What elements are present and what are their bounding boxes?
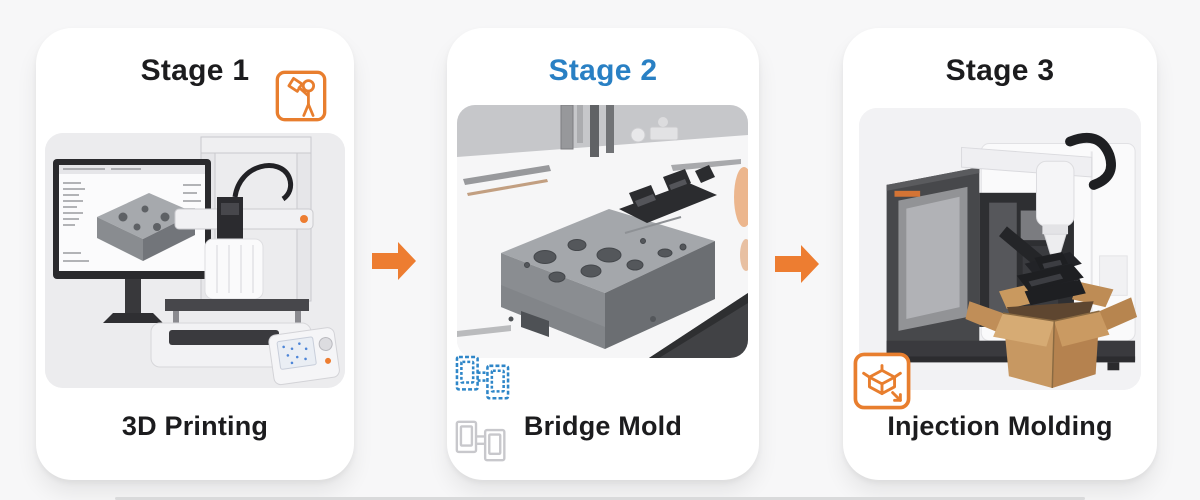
stage3-photo-injection-machine [859, 108, 1141, 390]
arrow-right-icon [370, 240, 418, 282]
stage3-title: Stage 3 [945, 54, 1055, 87]
person-presenting-icon [275, 70, 327, 123]
arrow-right-icon [773, 243, 821, 285]
stage2-title: Stage 2 [548, 54, 658, 87]
bottom-divider [115, 497, 1085, 500]
stage3-label: Injection Molding [887, 411, 1113, 441]
open-box-arrow-icon [853, 352, 911, 410]
mold-halves-gray-icon [455, 420, 508, 468]
stage1-photo-3d-printer [45, 133, 345, 388]
mold-halves-blue-icon [455, 355, 512, 402]
stage-card-1: Stage 1 [36, 28, 354, 480]
stage-card-3: Stage 3 [843, 28, 1157, 480]
stage2-photo-bridge-mold [457, 105, 748, 358]
stage1-label: 3D Printing [121, 411, 269, 441]
stage1-title: Stage 1 [140, 54, 250, 87]
stage2-label: Bridge Mold [523, 411, 683, 441]
stage-card-2: Stage 2 [447, 28, 759, 480]
